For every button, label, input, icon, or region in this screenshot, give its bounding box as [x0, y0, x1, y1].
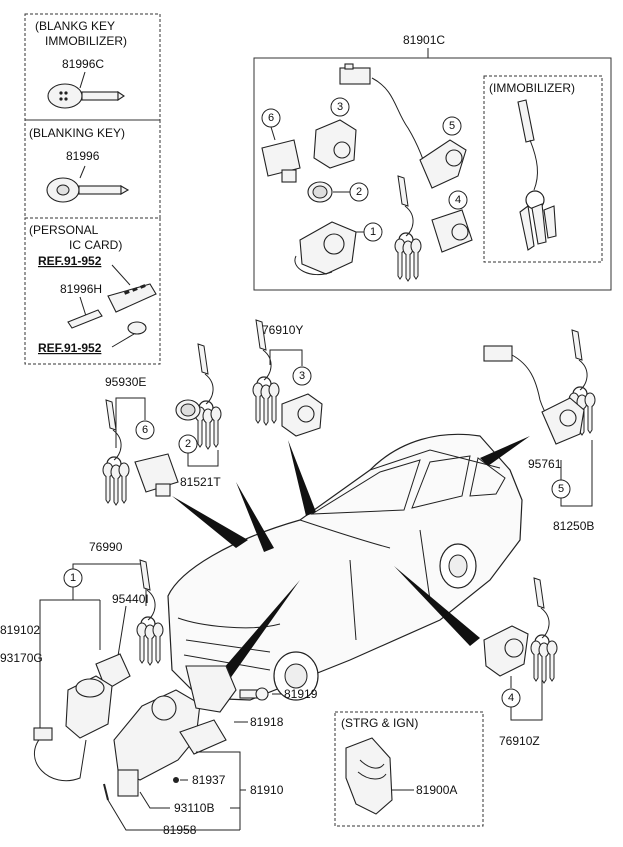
- keys-81521T: [195, 344, 221, 449]
- callout-5-box: 5: [449, 120, 455, 132]
- ignition-cylinder-819102: [65, 675, 113, 739]
- cylinder-76910Y: [281, 393, 323, 437]
- part-95930E-label: 95930E: [105, 375, 146, 389]
- personal-ic-card-title-line2: IC CARD): [69, 238, 122, 252]
- callout-1-left: 1: [70, 572, 76, 584]
- part-81901C-label: 81901C: [403, 33, 445, 47]
- part-81937-label: 81937: [192, 773, 226, 787]
- blank-key-immobilizer-title-line2: IMMOBILIZER): [45, 34, 127, 48]
- part-95761-label: 95761: [528, 457, 562, 471]
- cylinder-1: [294, 221, 383, 276]
- callout-3-mid: 3: [299, 370, 305, 382]
- part-81996-label: 81996: [66, 149, 100, 163]
- part-81250B-label: 81250B: [553, 519, 594, 533]
- strg-ign-box: [334, 711, 484, 827]
- callout-5-right: 5: [558, 483, 564, 495]
- knob-81521T: [175, 399, 201, 421]
- illumination-ring: [33, 727, 87, 782]
- part-76910Y-label: 76910Y: [262, 323, 303, 337]
- callout-2-box: 2: [356, 186, 362, 198]
- knob-2: [307, 181, 369, 203]
- part-81996C-label: 81996C: [62, 57, 104, 71]
- harness-connector: [339, 63, 431, 181]
- part-81919-label: 81919: [284, 687, 318, 701]
- bulb-81919: [239, 687, 269, 701]
- keys-76910Z: [531, 578, 557, 683]
- lock-set-keys: [395, 176, 421, 281]
- cylinder-76910Z: [483, 625, 529, 677]
- steering-lock-body: [113, 689, 227, 797]
- callout-1-box: 1: [370, 226, 376, 238]
- callout-6-box: 6: [268, 112, 274, 124]
- keys-76990: [137, 560, 163, 665]
- part-81918-label: 81918: [250, 715, 284, 729]
- strg-ign-lock-assy: [345, 737, 393, 815]
- part-76910Z-label: 76910Z: [499, 734, 540, 748]
- personal-ic-card-box: [24, 217, 161, 365]
- switch-6: [261, 108, 301, 183]
- blanking-key-title: (BLANKING KEY): [29, 126, 125, 140]
- pointer-wedge-6: [210, 580, 300, 690]
- pointer-wedge-3: [288, 440, 316, 516]
- part-819102-label: 819102: [0, 623, 40, 637]
- cylinder-3: [313, 97, 357, 169]
- personal-ic-card-title-line1: (PERSONAL: [29, 223, 99, 237]
- pointer-wedge-4: [480, 436, 530, 466]
- blank-key-immobilizer-box: [24, 13, 161, 121]
- smart-key-fob-icon: [67, 283, 157, 335]
- immobilizer-blank-key-icon: [47, 83, 125, 109]
- part-81521T-label: 81521T: [180, 475, 221, 489]
- part-76990-label: 76990: [89, 540, 123, 554]
- switch-95930E: [134, 453, 179, 497]
- pointer-wedge-2: [236, 482, 274, 552]
- part-81910-label: 81910: [250, 783, 284, 797]
- lock-set-box: [253, 57, 612, 291]
- callout-3-box: 3: [337, 101, 343, 113]
- immobilizer-subbox: [483, 75, 603, 263]
- cylinder-95761: [541, 397, 585, 445]
- immobilizer-keys: [517, 99, 557, 251]
- pointer-wedge-5: [394, 566, 480, 646]
- bracket-81918: [185, 665, 237, 713]
- callout-4-box: 4: [455, 194, 461, 206]
- screw-81937: [173, 777, 179, 783]
- part-95440I-label: 95440I: [112, 592, 149, 606]
- cylinder-5: [419, 116, 467, 189]
- strg-ign-title: (STRG & IGN): [341, 716, 418, 730]
- part-81900A-label: 81900A: [416, 783, 457, 797]
- immobilizer-subbox-title: (IMMOBILIZER): [489, 81, 575, 95]
- pointer-wedge-1: [172, 496, 248, 548]
- part-81996H-label: 81996H: [60, 282, 102, 296]
- blanking-key-icon: [46, 177, 130, 203]
- part-93110B-label: 93110B: [174, 801, 214, 815]
- callout-6-left: 6: [142, 424, 148, 436]
- part-81958-label: 81958: [163, 823, 197, 837]
- ref-91-952-top: REF.91-952: [38, 254, 102, 268]
- vehicle-illustration: [167, 433, 523, 701]
- callout-4-right: 4: [508, 692, 514, 704]
- blank-key-immobilizer-title-line1: (BLANKG KEY: [35, 19, 115, 33]
- screw-81958: [103, 783, 109, 801]
- part-93170G-label: 93170G: [0, 651, 43, 665]
- ref-91-952-bottom: REF.91-952: [38, 341, 102, 355]
- cylinder-4: [431, 190, 473, 253]
- callout-2-mid: 2: [185, 438, 191, 450]
